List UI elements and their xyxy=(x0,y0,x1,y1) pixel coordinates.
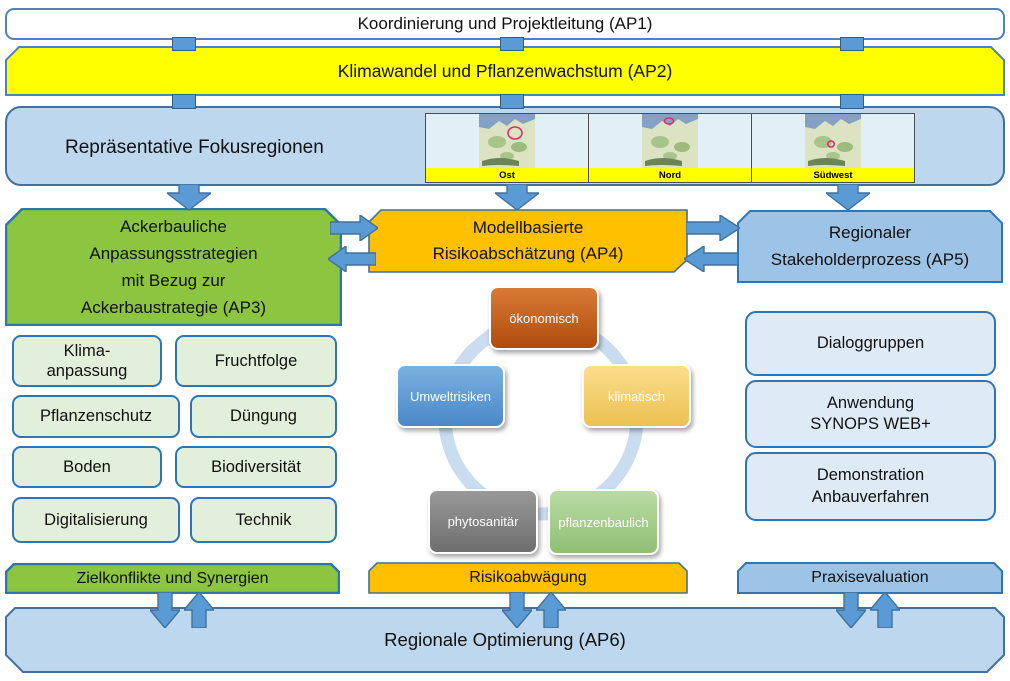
right-box-dialoggruppen: Dialoggruppen xyxy=(745,311,996,376)
topic-boden: Boden xyxy=(12,446,162,488)
up-arrow xyxy=(184,592,214,628)
bottom-box-risikoabwaegung: Risikoabwägung xyxy=(368,562,688,594)
down-arrow xyxy=(150,592,180,628)
connector-tab xyxy=(500,37,524,51)
ap5-label: Regionaler Stakeholderprozess (AP5) xyxy=(770,223,970,269)
topic-duengung: Düngung xyxy=(190,395,337,438)
topic-biodiversitaet: Biodiversität xyxy=(175,446,337,488)
connector-tab xyxy=(840,94,864,109)
connector-tab xyxy=(172,37,196,51)
topic-klimaanpassung: Klima- anpassung xyxy=(12,335,162,387)
up-arrow xyxy=(870,592,900,628)
ap2-shape xyxy=(5,46,1005,96)
map-region-label-ost: Ost xyxy=(426,168,588,182)
risikoabwaegung-label: Risikoabwägung xyxy=(469,569,587,586)
map-ost-thumbnail xyxy=(479,114,535,169)
focus-regions-label: Repräsentative Fokusregionen xyxy=(65,137,324,158)
ap2-climate-bar: Klimawandel und Pflanzenwachstum (AP2) xyxy=(5,46,1005,96)
right-box-demonstration: Demonstration Anbauverfahren xyxy=(745,452,996,521)
up-arrow xyxy=(536,592,566,628)
ap1-label: Koordinierung und Projektleitung (AP1) xyxy=(357,14,653,33)
topic-technik: Technik xyxy=(190,497,337,543)
map-region-label-nord: Nord xyxy=(589,168,751,182)
ap3-label: Ackerbauliche Anpassungsstrategien mit B… xyxy=(80,216,267,318)
cycle-label-pflanzenbaulich: pflanzenbaulich xyxy=(558,514,649,530)
cycle-box-phytosanitaer: phytosanitär xyxy=(428,489,538,554)
ap6-shape xyxy=(5,607,1005,673)
left-arrow-ap4-ap3 xyxy=(328,246,376,272)
ap5-stakeholder-box: Regionaler Stakeholderprozess (AP5) xyxy=(737,210,1003,283)
right-arrow-ap3-ap4 xyxy=(330,215,378,241)
praxisevaluation-label: Praxisevaluation xyxy=(811,569,929,586)
focus-region-maps: Ost Nord xyxy=(425,113,915,183)
connector-tab xyxy=(840,37,864,51)
ap1-coordination-bar: Koordinierung und Projektleitung (AP1) xyxy=(5,8,1005,40)
cycle-box-oekonomisch: ökonomisch xyxy=(489,286,599,350)
ap6-label: Regionale Optimierung (AP6) xyxy=(384,629,626,650)
map-cell-ost: Ost xyxy=(426,114,589,182)
risikoabwaegung-shape xyxy=(368,562,688,594)
cycle-box-klimatisch: klimatisch xyxy=(582,364,691,428)
map-suedwest-thumbnail xyxy=(805,114,861,169)
topic-digitalisierung: Digitalisierung xyxy=(12,497,180,543)
cycle-label-umweltrisiken: Umweltrisiken xyxy=(410,388,491,404)
zielkonflikte-label: Zielkonflikte und Synergien xyxy=(76,569,269,587)
ap4-label: Modellbasierte Risikoabschätzung (AP4) xyxy=(432,217,624,263)
left-arrow-ap5-ap4 xyxy=(684,246,738,272)
map-region-label-suedwest: Südwest xyxy=(752,168,914,182)
right-arrow-ap4-ap5 xyxy=(686,215,740,241)
map-nord-thumbnail xyxy=(642,114,698,169)
ap4-risk-box: Modellbasierte Risikoabschätzung (AP4) xyxy=(368,209,688,273)
connector-tab xyxy=(172,94,196,109)
ap3-strategies-box: Ackerbauliche Anpassungsstrategien mit B… xyxy=(5,208,342,326)
bottom-box-zielkonflikte: Zielkonflikte und Synergien xyxy=(5,563,340,594)
ap6-optimization-bar: Regionale Optimierung (AP6) xyxy=(5,607,1005,673)
down-arrow xyxy=(836,592,866,628)
down-arrow xyxy=(502,592,532,628)
cycle-box-pflanzenbaulich: pflanzenbaulich xyxy=(548,489,659,555)
topic-fruchtfolge: Fruchtfolge xyxy=(175,335,337,387)
down-arrow xyxy=(826,184,870,211)
right-box-synops: Anwendung SYNOPS WEB+ xyxy=(745,380,996,448)
praxisevaluation-shape xyxy=(737,562,1003,594)
zielkonflikte-shape xyxy=(5,563,340,594)
ap2-label: Klimawandel und Pflanzenwachstum (AP2) xyxy=(337,60,673,81)
topic-pflanzenschutz: Pflanzenschutz xyxy=(12,395,180,438)
map-cell-suedwest: Südwest xyxy=(752,114,914,182)
ap5-shape xyxy=(737,210,1003,283)
down-arrow xyxy=(167,184,211,211)
ap3-shape xyxy=(5,208,342,326)
bottom-box-praxisevaluation: Praxisevaluation xyxy=(737,562,1003,594)
cycle-label-phytosanitaer: phytosanitär xyxy=(447,514,519,529)
connector-tab xyxy=(500,94,524,109)
cycle-box-umweltrisiken: Umweltrisiken xyxy=(396,364,505,428)
down-arrow xyxy=(495,184,539,211)
focus-regions-bar: Repräsentative Fokusregionen Ost xyxy=(5,106,1005,186)
cycle-label-klimatisch: klimatisch xyxy=(607,388,666,404)
cycle-label-oekonomisch: ökonomisch xyxy=(509,310,579,326)
map-cell-nord: Nord xyxy=(589,114,752,182)
